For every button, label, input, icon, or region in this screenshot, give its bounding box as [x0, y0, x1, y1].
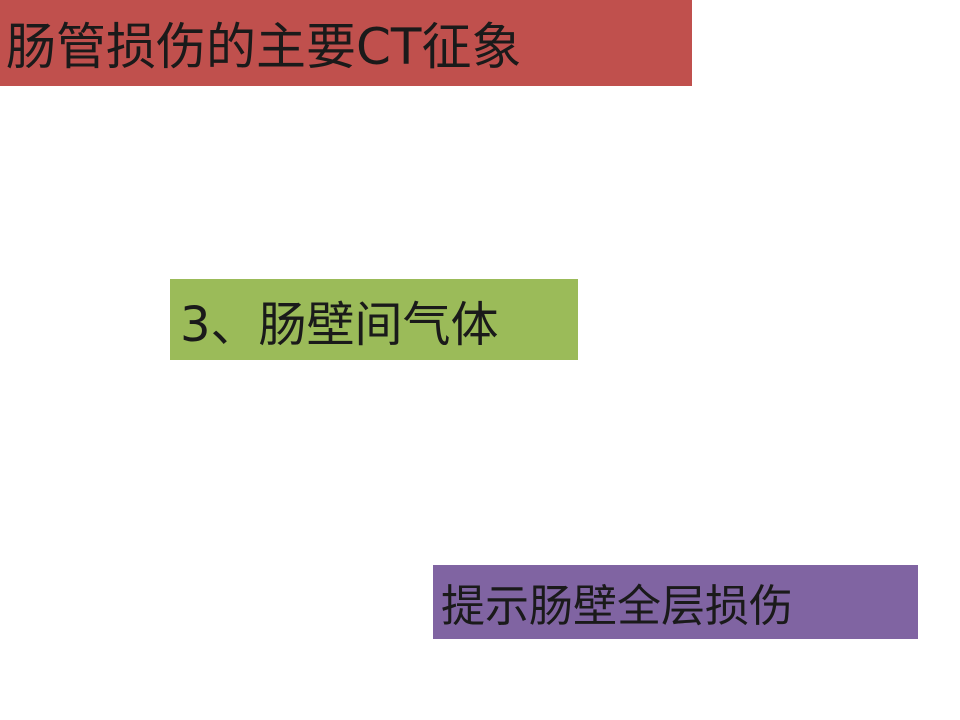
note-label: 提示肠壁全层损伤: [433, 565, 918, 639]
slide-title: 肠管损伤的主要CT征象: [0, 0, 692, 86]
point-label: 3、肠壁间气体: [170, 279, 578, 360]
